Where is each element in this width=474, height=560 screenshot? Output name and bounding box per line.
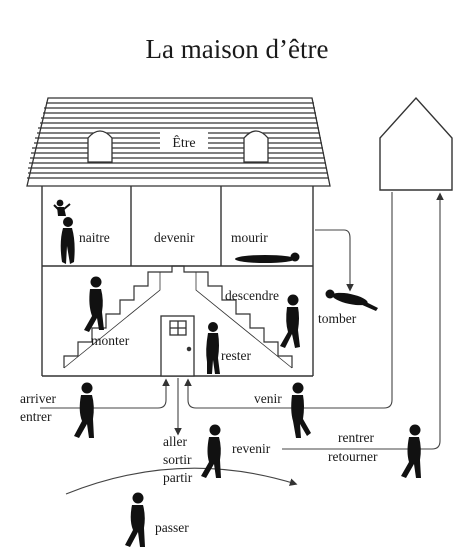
arrows [40,192,444,495]
front-door [160,315,195,377]
coming-back-figure [201,424,221,478]
label-revenir: revenir [232,441,271,456]
label-aller: aller [163,434,187,449]
stairs-up-inner [63,272,161,369]
arriving-figure [74,382,94,438]
returning-figure [401,424,421,478]
stairs-top-step [160,265,196,273]
label-descendre: descendre [225,288,279,303]
coming-figure [291,382,311,438]
descending-figure [280,294,300,348]
climbing-figure [84,276,104,332]
label-partir: partir [163,470,193,485]
label-entrer: entrer [20,409,52,424]
label-arriver: arriver [20,391,56,406]
label-tomber: tomber [318,311,357,326]
stairs-down [196,271,293,368]
arrow-fall [315,229,354,292]
mother-with-baby-figure [53,199,75,264]
neighbor-house [379,96,453,191]
staying-figure [206,322,220,374]
passing-figure [125,492,145,547]
label-rentrer: rentrer [338,430,374,445]
roof-label-background [160,132,208,152]
label-venir: venir [254,391,282,406]
arrow-pass [65,467,298,495]
page-title: La maison d’être [146,34,329,64]
label-sortir: sortir [163,452,192,467]
falling-figure [325,289,378,311]
stairs-up [63,271,160,368]
roof-label: Être [172,134,195,151]
label-mourir: mourir [231,230,268,245]
dormer-window-right [243,130,269,163]
label-passer: passer [155,520,189,535]
label-rester: rester [221,348,251,363]
label-devenir: devenir [154,230,195,245]
label-retourner: retourner [328,449,378,464]
lying-body-figure [235,252,300,263]
arrow-enter [40,378,170,409]
arrow-return [282,192,444,450]
stairs-down-inner [195,272,293,369]
dormer-window-left [87,130,113,163]
label-naitre: naitre [79,230,110,245]
label-monter: monter [91,333,130,348]
arrow-come [184,192,393,409]
